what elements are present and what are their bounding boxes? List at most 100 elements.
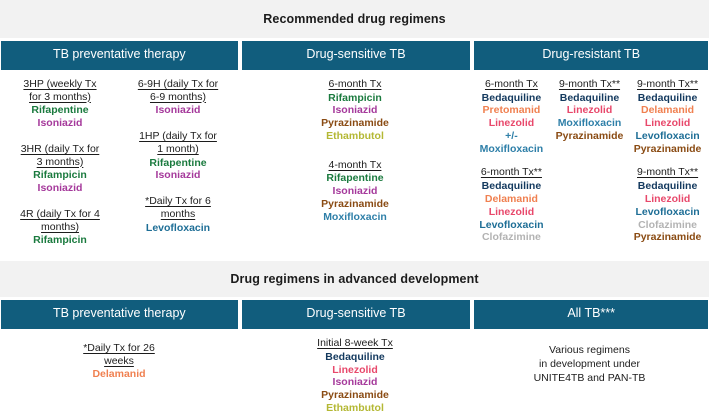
regimen-duration-label: 3HR (daily Tx for [20,142,100,155]
regimen-duration-label: 4R (daily Tx for 4 [20,207,100,220]
drug-name-clofazimine: Clofazimine [481,231,541,244]
column-header-adv-all-tb[interactable]: All TB*** [474,300,708,329]
section2-header-row: TB preventative therapy Drug-sensitive T… [0,300,709,329]
section-title-advanced-development: Drug regimens in advanced development [0,261,709,298]
regimen-duration-label: 6-month Tx** [480,166,542,179]
drug-name-clofazimine: Clofazimine [638,218,698,231]
drug-name-bedaquiline: Bedaquiline [481,91,542,104]
regimen-duration-label: *Daily Tx for 26 [83,341,155,354]
drug-name-rifapentine: Rifapentine [326,172,384,185]
section1-header-row: TB preventative therapy Drug-sensitive T… [0,41,709,70]
drug-name-isoniazid: Isoniazid [332,185,378,198]
drug-name-pyrazinamide: Pyrazinamide [555,129,624,142]
drug-name-levofloxacin: Levofloxacin [479,218,544,231]
drug-name-levofloxacin: Levofloxacin [635,205,700,218]
regimen-duration-label: 9-month Tx** [637,166,699,179]
drug-name-pyrazinamide: Pyrazinamide [633,231,702,244]
drug-name-ethambutol: Ethambutol [326,401,384,414]
drug-name-bedaquiline: Bedaquiline [637,91,698,104]
all-tb-description-line: UNITE4TB and PAN-TB [533,372,646,385]
drug-name-bedaquiline: Bedaquiline [559,91,620,104]
drug-name-isoniazid: Isoniazid [37,182,83,195]
regimen-duration-label: 9-month Tx** [637,77,699,90]
drug-name-rifampicin: Rifampicin [33,169,87,182]
all-tb-description-line: in development under [539,358,640,371]
drug-name-bedaquiline: Bedaquiline [481,180,542,193]
regimen-duration-label: weeks [104,354,134,367]
drug-name-bedaquiline: Bedaquiline [637,180,698,193]
drug-name-moxifloxacin: Moxifloxacin [323,210,387,223]
regimen-duration-label: 6-month Tx [328,77,382,90]
regimen-duration-label: Initial 8-week Tx [317,336,393,349]
regimen-duration-label: *Daily Tx for 6 [145,195,211,208]
drug-name-moxifloxacin: +/- Moxifloxacin [479,129,544,155]
column-header-drug-sensitive-tb[interactable]: Drug-sensitive TB [241,41,471,70]
drug-name-levofloxacin: Levofloxacin [635,129,700,142]
drug-name-linezolid: Linezolid [488,117,535,130]
regimen-duration-label: 6-month Tx [484,77,538,90]
all-tb-description-line: Various regimens [549,343,630,356]
regimen-duration-label: 1HP (daily Tx for [139,130,217,143]
regimen-duration-label: 1 month) [157,142,199,155]
drug-name-ethambutol: Ethambutol [326,129,384,142]
column-header-adv-tb-preventative-therapy[interactable]: TB preventative therapy [1,300,238,329]
drug-name-pyrazinamide: Pyrazinamide [321,117,389,130]
regimen-duration-label: for 3 months) [29,90,91,103]
regimen-duration-label: 6-9H (daily Tx for [137,77,219,90]
drug-name-levofloxacin: Levofloxacin [145,221,211,234]
drug-name-rifapentine: Rifapentine [31,104,89,117]
drug-name-rifapentine: Rifapentine [149,156,207,169]
drug-name-delamanid: Delamanid [484,193,538,206]
drug-name-bedaquiline: Bedaquiline [325,350,385,363]
regimen-duration-label: 6-9 months) [149,90,207,103]
drug-name-pyrazinamide: Pyrazinamide [633,142,702,155]
regimen-duration-label: 4-month Tx [328,158,382,171]
regimen-duration-label: 3HP (weekly Tx [23,77,97,90]
drug-name-rifampicin: Rifampicin [33,234,87,247]
column-header-tb-preventative-therapy[interactable]: TB preventative therapy [1,41,238,70]
drug-name-rifampicin: Rifampicin [328,91,382,104]
drug-name-isoniazid: Isoniazid [332,376,378,389]
drug-name-linezolid: Linezolid [488,205,535,218]
column-header-drug-resistant-tb[interactable]: Drug-resistant TB [474,41,708,70]
drug-name-linezolid: Linezolid [644,193,691,206]
column-header-adv-drug-sensitive-tb[interactable]: Drug-sensitive TB [241,300,471,329]
drug-name-linezolid: Linezolid [566,104,613,117]
drug-name-moxifloxacin: Moxifloxacin [557,117,622,130]
drug-name-isoniazid: Isoniazid [155,104,201,117]
regimen-duration-label: 3 months) [36,155,84,168]
drug-name-linezolid: Linezolid [644,117,691,130]
regimen-duration-label: months [160,207,196,220]
regimen-duration-label: months) [41,220,79,233]
drug-name-pyrazinamide: Pyrazinamide [321,198,389,211]
